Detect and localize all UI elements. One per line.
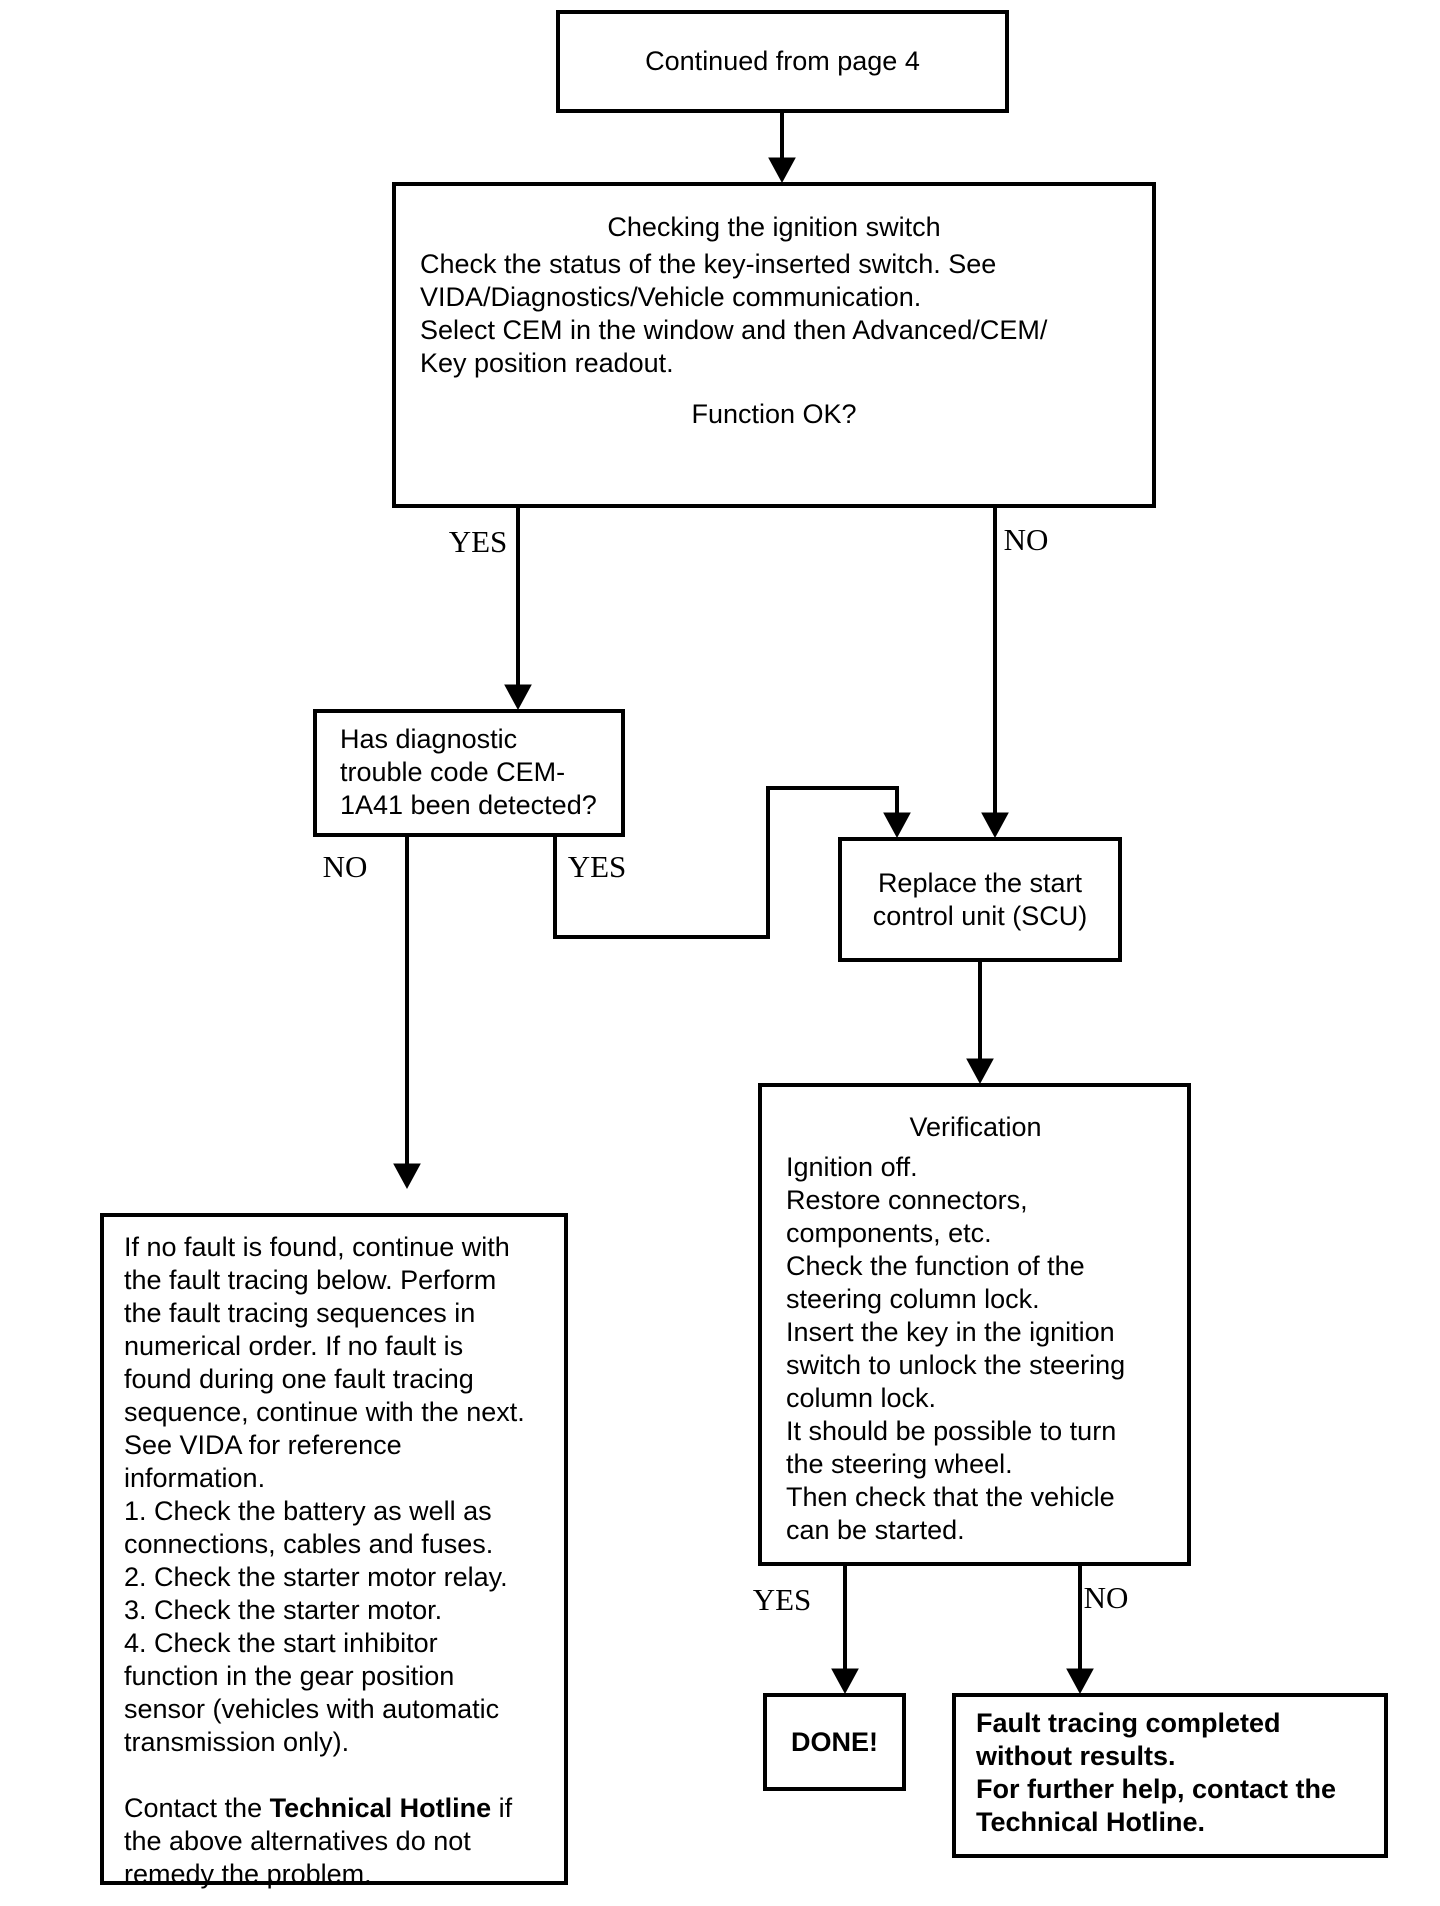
no-fault-line: 4. Check the start inhibitor <box>124 1628 438 1658</box>
checking-box-line: VIDA/Diagnostics/Vehicle communication. <box>420 282 922 312</box>
no-fault-line: 3. Check the starter motor. <box>124 1595 443 1625</box>
arrowhead-continued-to-checking <box>768 157 796 184</box>
verification-no-label: NO <box>1083 1580 1129 1615</box>
contact-suffix: if <box>491 1793 513 1823</box>
scu-box-line: control unit (SCU) <box>872 900 1088 931</box>
dtc-box-line: 1A41 been detected? <box>340 790 597 820</box>
no-fault-instructions-box: If no fault is found, continue with the … <box>100 1213 568 1889</box>
verification-box-line: Check the function of the <box>786 1251 1085 1281</box>
dtc-yes-label: YES <box>567 849 627 884</box>
no-fault-line: remedy the problem. <box>124 1859 372 1889</box>
verification-box: Verification Ignition off. Restore conne… <box>758 1083 1191 1566</box>
verification-box-title: Verification <box>909 1112 1042 1142</box>
no-fault-line: the above alternatives do not <box>124 1826 471 1856</box>
verification-box-line: Restore connectors, <box>786 1185 1028 1215</box>
checking-box-question: Function OK? <box>691 399 857 429</box>
verification-box-line: switch to unlock the steering <box>786 1350 1126 1380</box>
checking-box-line: Select CEM in the window and then Advanc… <box>420 315 1048 345</box>
fault-completed-line: without results. <box>976 1741 1176 1771</box>
arrowhead-dtc-no <box>393 1163 421 1190</box>
technical-hotline-bold: Technical Hotline <box>269 1793 492 1823</box>
arrowhead-checking-yes <box>504 684 532 711</box>
no-fault-line: transmission only). <box>124 1727 350 1757</box>
no-fault-line: connections, cables and fuses. <box>124 1529 494 1559</box>
no-fault-line: function in the gear position <box>124 1661 455 1691</box>
arrowhead-checking-no <box>981 812 1009 839</box>
no-fault-line: 2. Check the starter motor relay. <box>124 1562 508 1592</box>
checking-box-line: Check the status of the key-inserted swi… <box>420 249 997 279</box>
no-fault-line: See VIDA for reference <box>124 1430 402 1460</box>
replace-scu-box: Replace the start control unit (SCU) <box>838 837 1122 962</box>
verification-box-line: the steering wheel. <box>786 1449 1013 1479</box>
checking-box-line: Key position readout. <box>420 348 674 378</box>
checking-yes-label: YES <box>448 524 508 559</box>
no-fault-line: the fault tracing below. Perform <box>124 1265 497 1295</box>
done-text: DONE! <box>791 1726 878 1757</box>
no-fault-contact-line: Contact the Technical Hotline if <box>124 1792 558 1825</box>
blank-line <box>124 1759 558 1792</box>
no-fault-line: sequence, continue with the next. <box>124 1397 525 1427</box>
done-box: DONE! <box>763 1693 906 1791</box>
verification-box-line: Insert the key in the ignition <box>786 1317 1115 1347</box>
verification-box-line: steering column lock. <box>786 1284 1040 1314</box>
verification-yes-label: YES <box>752 1582 812 1617</box>
fault-completed-line: Technical Hotline. <box>976 1807 1206 1837</box>
continued-from-box: Continued from page 4 <box>556 10 1009 113</box>
dtc-box-line: trouble code CEM- <box>340 757 566 787</box>
arrowhead-dtc-yes <box>883 812 911 839</box>
verification-box-line: It should be possible to turn <box>786 1416 1117 1446</box>
connector-dtc-yes <box>553 786 899 939</box>
no-fault-line: If no fault is found, continue with <box>124 1232 510 1262</box>
no-fault-line: information. <box>124 1463 266 1493</box>
verification-box-line: components, etc. <box>786 1218 992 1248</box>
contact-prefix: Contact the <box>124 1793 270 1823</box>
no-fault-line: the fault tracing sequences in <box>124 1298 476 1328</box>
arrowhead-scu-to-verification <box>966 1058 994 1085</box>
arrowhead-verification-yes <box>831 1668 859 1695</box>
dtc-no-label: NO <box>322 849 368 884</box>
no-fault-line: numerical order. If no fault is <box>124 1331 464 1361</box>
arrowhead-verification-no <box>1066 1668 1094 1695</box>
no-fault-line: 1. Check the battery as well as <box>124 1496 492 1526</box>
fault-tracing-completed-box: Fault tracing completed without results.… <box>952 1693 1388 1858</box>
verification-box-line: column lock. <box>786 1383 937 1413</box>
checking-box-title: Checking the ignition switch <box>607 212 941 242</box>
no-fault-line: sensor (vehicles with automatic <box>124 1694 500 1724</box>
verification-box-line: Ignition off. <box>786 1152 918 1182</box>
checking-no-label: NO <box>1003 522 1049 557</box>
verification-box-line: Then check that the vehicle <box>786 1482 1115 1512</box>
dtc-box-line: Has diagnostic <box>340 724 518 754</box>
fault-completed-line: Fault tracing completed <box>976 1708 1281 1738</box>
scu-box-line: Replace the start <box>877 867 1083 898</box>
no-fault-line: found during one fault tracing <box>124 1364 474 1394</box>
fault-completed-line: For further help, contact the <box>976 1774 1337 1804</box>
verification-box-line: can be started. <box>786 1515 965 1545</box>
checking-ignition-switch-box: Checking the ignition switch Check the s… <box>392 182 1156 508</box>
continued-from-text: Continued from page 4 <box>645 46 920 76</box>
dtc-cem-1a41-box: Has diagnostic trouble code CEM- 1A41 be… <box>313 709 625 837</box>
